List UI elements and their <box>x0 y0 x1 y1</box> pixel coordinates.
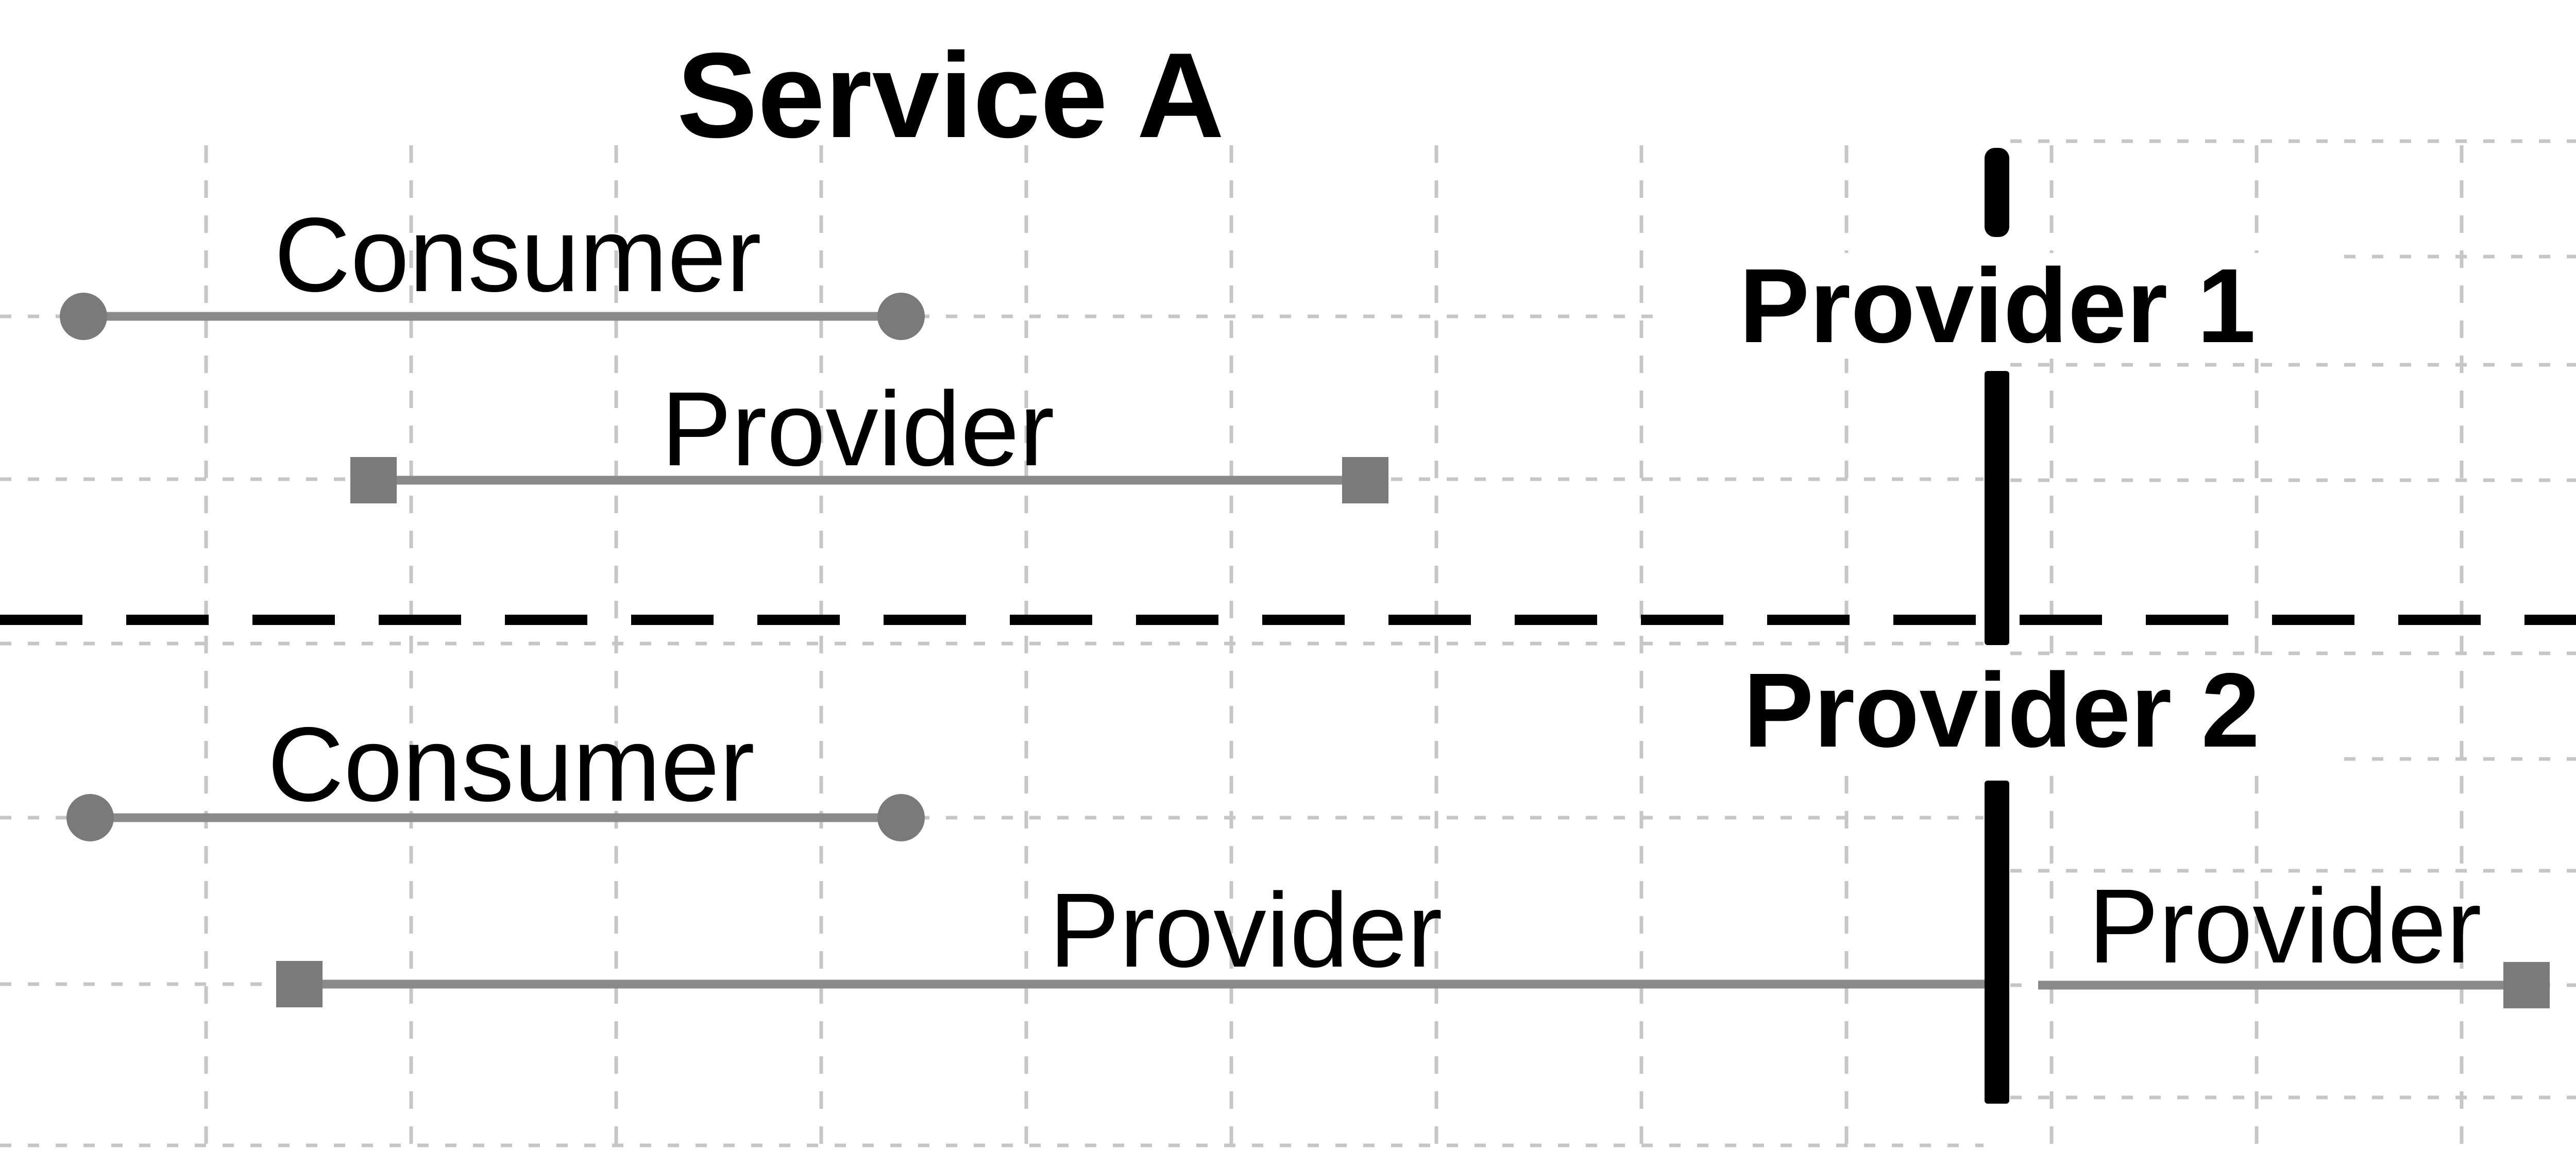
span-provider-1 <box>350 457 1388 503</box>
provider-1-label: Provider 1 <box>1662 253 2333 359</box>
service-a-title: Service A <box>676 27 1225 163</box>
square-endpoint-marker <box>350 457 397 503</box>
span-label: Provider <box>2088 867 2482 985</box>
span-consumer-4 <box>66 794 925 841</box>
circle-endpoint-marker <box>877 794 925 841</box>
grid <box>0 139 2576 1161</box>
span-consumer-0 <box>60 293 925 340</box>
circle-endpoint-marker <box>66 794 114 841</box>
square-endpoint-marker <box>276 961 323 1007</box>
service-divider-segment-middle <box>1985 371 2009 645</box>
span-label: Provider <box>1049 871 1443 989</box>
service-divider-line <box>1985 148 2009 1104</box>
span-label: Consumer <box>267 705 755 823</box>
span-provider-6 <box>2038 962 2550 1008</box>
span-provider-5 <box>276 961 1985 1007</box>
spans <box>60 293 2550 1008</box>
span-label: Provider <box>661 370 1055 488</box>
circle-endpoint-marker <box>60 293 107 340</box>
square-endpoint-marker <box>2503 962 2550 1008</box>
provider-2-label: Provider 2 <box>1666 657 2337 763</box>
service-divider-segment-top <box>1985 148 2009 237</box>
service-divider-segment-bottom <box>1985 781 2009 1104</box>
circle-endpoint-marker <box>877 293 925 340</box>
square-endpoint-marker <box>1342 457 1388 503</box>
span-label: Consumer <box>274 196 761 314</box>
